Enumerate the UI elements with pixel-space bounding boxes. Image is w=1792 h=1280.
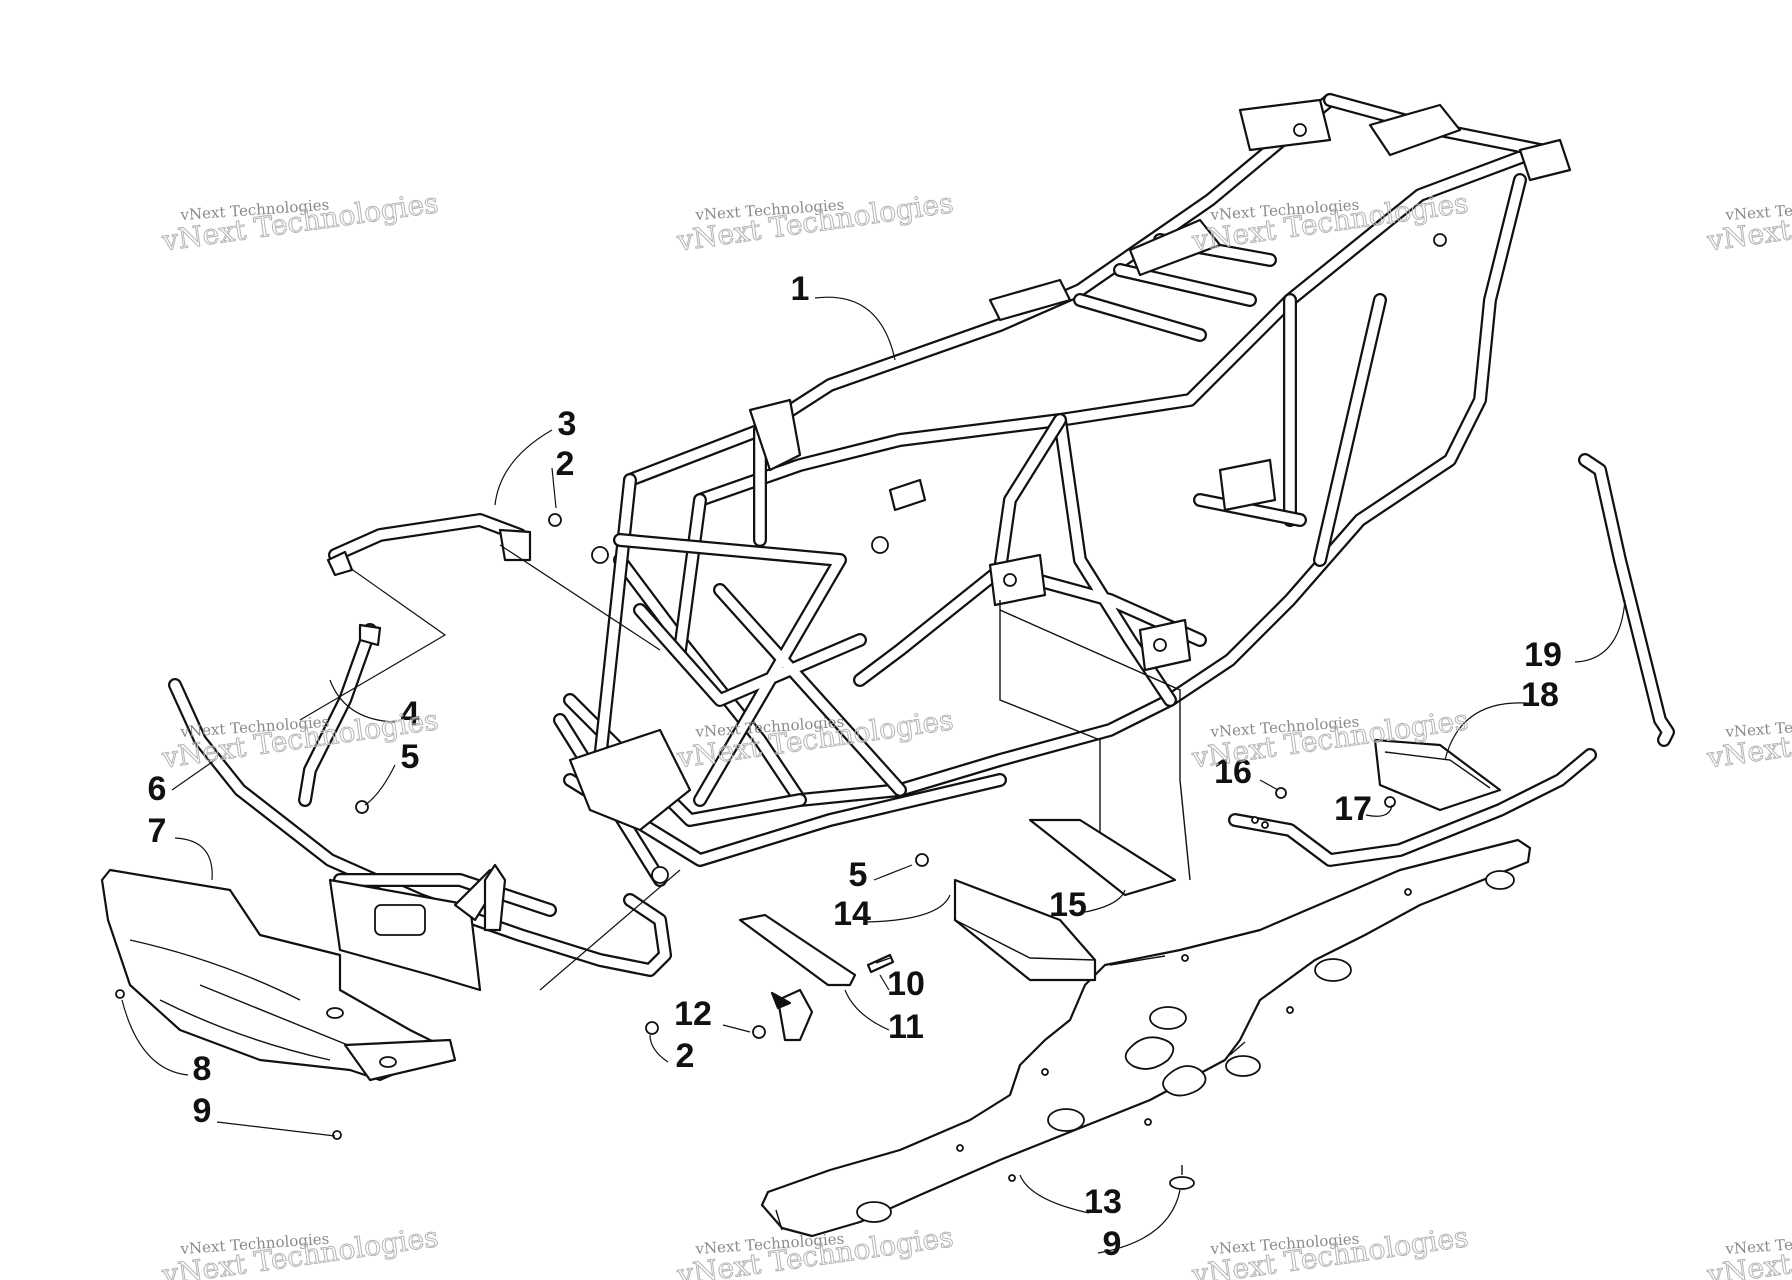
callout-9: 9 [1103, 1225, 1122, 1263]
hardware [115, 513, 1396, 1190]
callout-4: 4 [401, 695, 420, 733]
callout-10: 10 [887, 965, 925, 1003]
front-bumper [168, 678, 672, 992]
watermark-outline: vNext Technologies [1704, 186, 1792, 258]
callout-7: 7 [148, 812, 167, 850]
callout-13: 13 [1084, 1183, 1122, 1221]
callout-12: 12 [674, 995, 712, 1033]
callout-19: 19 [1524, 636, 1562, 674]
callout-5: 5 [849, 856, 868, 894]
callout-9: 9 [193, 1092, 212, 1130]
bumper-brace [298, 623, 382, 807]
callout-14: 14 [833, 895, 871, 933]
brace-bar [326, 513, 532, 577]
callout-17: 17 [1334, 790, 1372, 828]
callout-18: 18 [1521, 676, 1559, 714]
callout-11: 11 [888, 1008, 924, 1046]
callout-3: 3 [558, 405, 577, 443]
callout-6: 6 [148, 770, 167, 808]
main-frame [553, 93, 1572, 887]
rear-footrest-bar [1228, 738, 1597, 867]
watermark-outline: vNext Technologies [1704, 703, 1792, 775]
skid-plate [760, 838, 1532, 1238]
rear-rod [1578, 453, 1675, 747]
leader-lines [121, 296, 1626, 1254]
callout-1: 1 [791, 270, 810, 308]
callout-15: 15 [1049, 886, 1087, 924]
front-guard [100, 868, 457, 1082]
callout-16: 16 [1214, 753, 1252, 791]
callout-8: 8 [193, 1050, 212, 1088]
callout-2: 2 [556, 445, 575, 483]
callout-5: 5 [401, 738, 420, 776]
callout-2: 2 [676, 1037, 695, 1075]
